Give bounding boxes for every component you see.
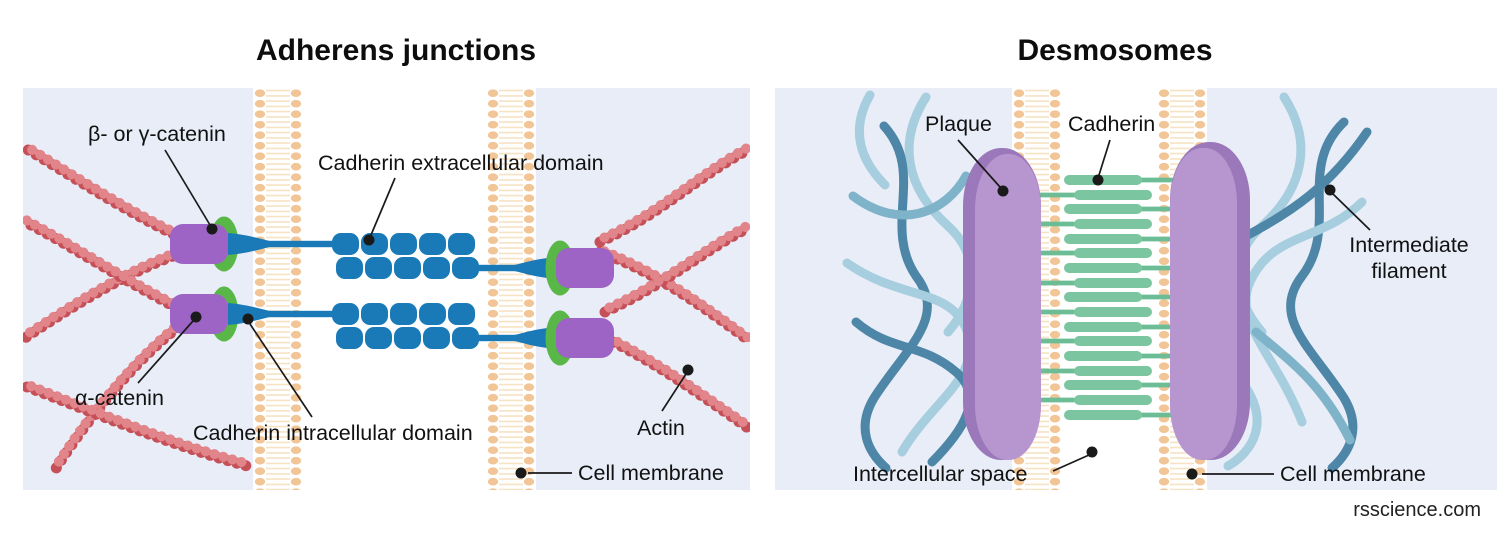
plaque-pointer-line [957, 139, 1001, 188]
actin-filaments-left-cell [23, 140, 253, 476]
adherens-title: Adherens junctions [256, 34, 536, 67]
actin-label: Actin [637, 416, 685, 440]
desmosome-panel [775, 88, 1497, 490]
alpha-catenin-pointer-line [137, 320, 194, 384]
adherens-panel [23, 88, 750, 490]
actin-pointer-dot [682, 364, 694, 376]
cell-membranes-right-panel [775, 88, 1497, 490]
cell-membrane-left-label: Cell membrane [578, 461, 724, 485]
plaque-label: Plaque [925, 112, 992, 136]
cadherin-intracellular-pointer-line [249, 323, 313, 418]
plaque-pointer-dot [997, 185, 1009, 197]
actin-pointer-line [661, 373, 687, 412]
cadherin-label: Cadherin [1068, 112, 1155, 136]
intermediate-filament-label-line1: Intermediate [1349, 233, 1469, 257]
desmosomes-title: Desmosomes [1017, 34, 1212, 67]
watermark: rsscience.com [1353, 499, 1481, 521]
intercellular-space-pointer-line [1052, 454, 1090, 472]
plaque-right [1170, 142, 1250, 460]
cadherin-intracellular-pointer-dot [242, 313, 254, 325]
alpha-catenin-pointer-dot [190, 311, 202, 323]
intermediate-filament-label-line2: filament [1371, 259, 1446, 283]
adherens-labels: β- or γ-catenin Cadherin extracellular d… [75, 122, 724, 485]
beta-gamma-catenin-label: β- or γ-catenin [88, 122, 226, 146]
beta-gamma-catenin-pointer-line [164, 149, 211, 226]
cadherin-pointer-line [1098, 139, 1111, 176]
cell-membrane-right-pointer-dot [1186, 468, 1198, 480]
intercellular-space-label: Intercellular space [853, 462, 1027, 486]
beta-gamma-catenin-pointer-dot [206, 223, 218, 235]
cadherin-extracellular-pointer-dot [363, 234, 375, 246]
cell-membrane-left-pointer-dot [515, 467, 527, 479]
cadherin-extracellular-pointer-line [370, 177, 396, 236]
intercellular-space-pointer-dot [1086, 446, 1098, 458]
intermediate-filaments-left-cell [842, 90, 976, 473]
intermediate-filament-pointer-line [1332, 193, 1371, 231]
desmosome-labels: Plaque Cadherin Intermediate filament In… [853, 112, 1469, 486]
plaque-left [963, 148, 1041, 460]
cadherin-extracellular-label: Cadherin extracellular domain [318, 151, 604, 175]
cadherin-intracellular-label: Cadherin intracellular domain [193, 421, 473, 445]
cell-membrane-right-label: Cell membrane [1280, 462, 1426, 486]
cadherin-pointer-dot [1092, 174, 1104, 186]
intermediate-filament-pointer-dot [1324, 184, 1336, 196]
alpha-catenin-label: α-catenin [75, 386, 164, 410]
actin-filaments-right-cell [594, 142, 750, 434]
